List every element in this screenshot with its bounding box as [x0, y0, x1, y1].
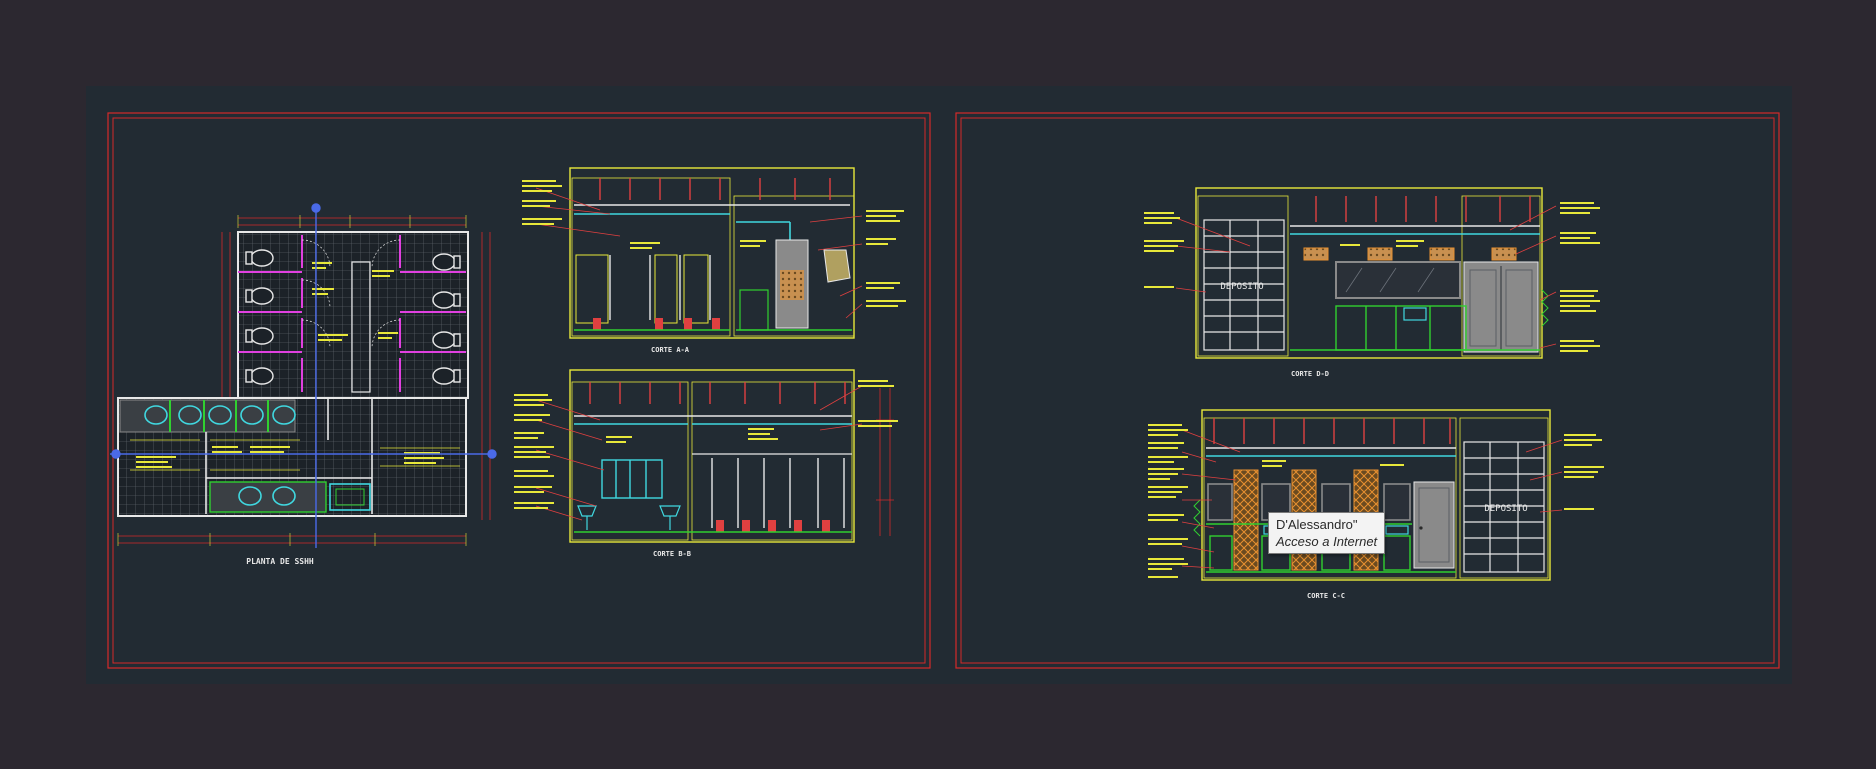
sheet-2: DEPOSITO: [955, 112, 1780, 669]
section-d-d-notes: [1144, 202, 1600, 352]
section-d-d-title: CORTE D-D: [1291, 370, 1329, 378]
mirror-lamp: [823, 249, 851, 283]
section-c-c-deposito-label: DEPOSITO: [1484, 504, 1527, 514]
section-c-c-leaders: [1181, 429, 1563, 569]
sheet-1: PLANTA DE SSHH: [107, 112, 931, 669]
mirror-d-reflection: [1345, 267, 1435, 293]
plan-title: PLANTA DE SSHH: [246, 557, 314, 566]
sinks-top: [144, 405, 296, 425]
lower-partitions: [205, 398, 373, 514]
section-b-b-frame: [569, 369, 855, 543]
tooltip-title: D'Alessandro": [1276, 517, 1358, 532]
section-a-a-doors: [575, 254, 709, 324]
section-b-b-title: CORTE B-B: [653, 550, 691, 558]
section-d-d-grilles: [1303, 247, 1517, 261]
section-d-d-frame: [1195, 187, 1543, 359]
floor-plan[interactable]: PLANTA DE SSHH: [110, 203, 497, 566]
sheet-1-frame-inner: [112, 117, 926, 664]
section-d-d-deposito-label: DEPOSITO: [1220, 282, 1263, 292]
sink-counter-top: [119, 399, 296, 433]
section-c-c-mirrors: [1207, 483, 1411, 521]
section-a-a-notes: [522, 180, 906, 307]
section-c-c-notes: [1148, 424, 1604, 578]
lower-annotation-lines: [130, 439, 460, 471]
sink-dividers: [169, 400, 269, 432]
section-a-a-toilets: [593, 318, 720, 330]
plan-dim-ticks: [117, 215, 467, 546]
sheet-1-frame-outer: [107, 112, 931, 669]
toilets-right: [432, 253, 461, 385]
hand-dryer-grille: [780, 270, 804, 300]
section-markers: [110, 203, 497, 548]
section-a-a-left-box: [571, 177, 731, 337]
mirror-d: [1335, 261, 1461, 299]
section-a-a-title: CORTE A-A: [651, 346, 690, 354]
section-b-b-cabinets: [601, 459, 663, 499]
tooltip-subtitle: Acceso a Internet: [1276, 534, 1378, 549]
corridor-partition: [351, 261, 371, 393]
sheet-2-frame-inner: [960, 117, 1775, 664]
baby-changer: [329, 483, 371, 511]
sinks-bottom: [238, 486, 296, 506]
section-b-b-stalls: [711, 458, 845, 528]
toilets-left: [245, 249, 274, 385]
section-d-d[interactable]: DEPOSITO: [1144, 187, 1600, 378]
baby-changer-inner: [335, 488, 365, 506]
section-c-c-frame: [1201, 409, 1551, 581]
lower-annotations: [136, 446, 444, 468]
sink-counter-bottom: [209, 481, 327, 513]
storage-shelving-c: [1463, 441, 1545, 573]
section-c-c-title: CORTE C-C: [1307, 592, 1345, 600]
section-a-a-hangers: [599, 178, 831, 200]
hover-tooltip: D'Alessandro" Acceso a Internet: [1268, 512, 1386, 554]
section-a-a-stalls: [609, 255, 711, 320]
toilet-annotations: [312, 262, 398, 341]
section-c-c-hangers: [1213, 418, 1451, 444]
section-a-a-right-box: [733, 195, 855, 337]
section-b-b[interactable]: CORTE B-B: [514, 369, 898, 558]
door-c: [1413, 481, 1455, 569]
section-b-b-hangers: [589, 382, 846, 404]
storage-shelving-d: [1203, 219, 1285, 351]
section-a-a[interactable]: CORTE A-A: [522, 167, 906, 354]
stalls-right: [399, 235, 466, 392]
stalls-left: [238, 235, 303, 392]
sheet-2-frame-outer: [955, 112, 1780, 669]
section-d-d-leaders: [1175, 205, 1557, 349]
section-d-d-hangers: [1315, 196, 1531, 222]
section-b-b-toilets: [716, 520, 830, 532]
section-b-b-sinks: [577, 505, 681, 530]
section-b-b-notes: [514, 380, 898, 509]
